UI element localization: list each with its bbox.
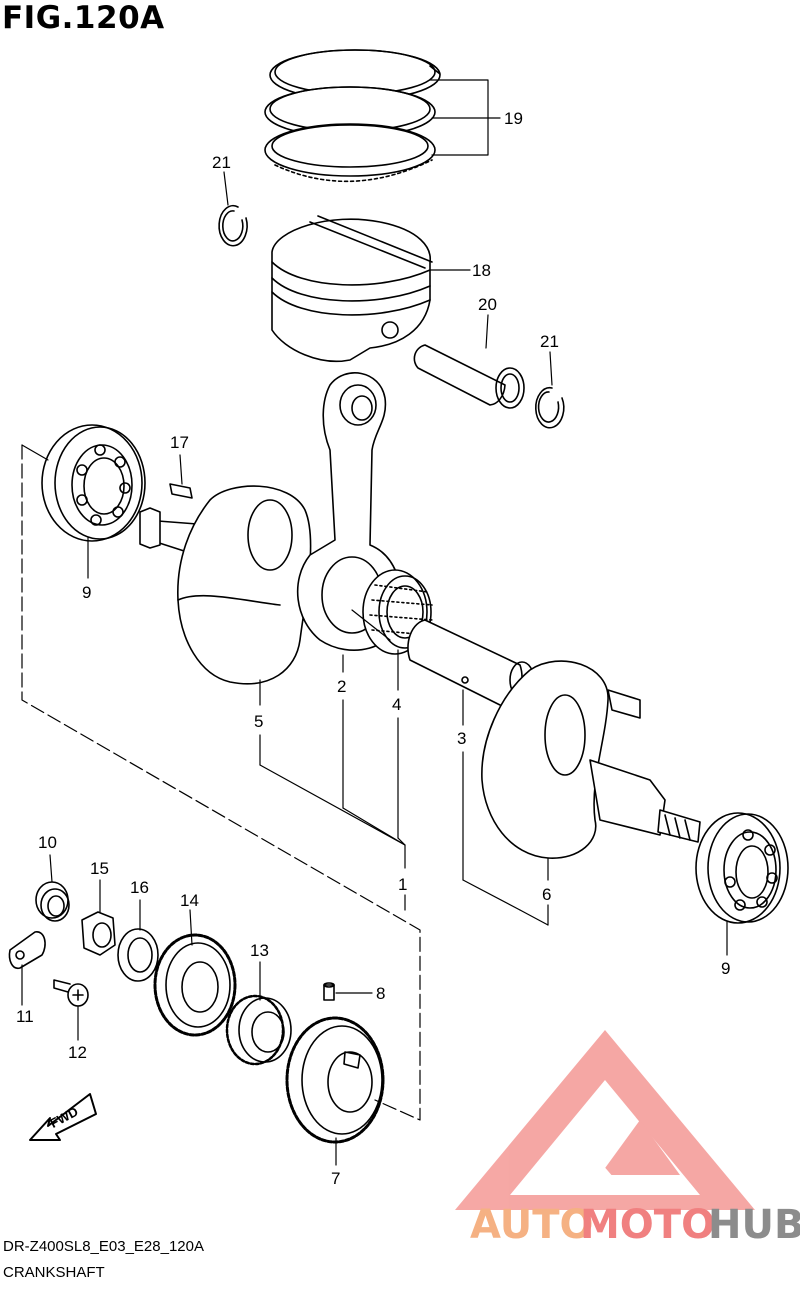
watermark-hub: HUB (708, 1202, 800, 1248)
callout-13: 13 (250, 941, 269, 960)
callout-11: 11 (16, 1007, 34, 1026)
bearing-left (41, 424, 146, 542)
dowel-pin (323, 982, 335, 1001)
callout-21-right: 21 (540, 332, 559, 351)
primary-drive-gear (153, 933, 237, 1037)
callout-9-right: 9 (721, 959, 730, 978)
callout-2: 2 (337, 677, 346, 696)
piston-rings (264, 49, 441, 183)
callout-18: 18 (472, 261, 491, 280)
gear-bearing (225, 994, 292, 1066)
bushing (35, 881, 70, 922)
callout-9-left: 9 (82, 583, 91, 602)
screw (53, 979, 89, 1007)
woodruff-key (169, 483, 193, 499)
watermark-moto: MOTO (580, 1202, 715, 1248)
callout-6: 6 (542, 885, 551, 904)
callout-7: 7 (331, 1169, 340, 1188)
callout-14: 14 (180, 891, 199, 910)
watermark-logo (455, 1030, 755, 1210)
piston (271, 215, 433, 362)
callout-4: 4 (392, 695, 401, 714)
nut (81, 911, 116, 956)
callout-3: 3 (457, 729, 466, 748)
circlip-top (218, 204, 248, 247)
callout-15: 15 (90, 859, 109, 878)
fwd-arrow-icon (29, 1093, 97, 1141)
callout-17: 17 (170, 433, 189, 452)
piston-pin (413, 344, 525, 409)
crankshaft-right-half (481, 660, 701, 859)
callout-16: 16 (130, 878, 149, 897)
circlip-right (535, 386, 565, 429)
callout-10: 10 (38, 833, 57, 852)
diagram-name: CRANKSHAFT (3, 1264, 105, 1281)
crankshaft-left-half (139, 485, 312, 685)
lock-plate (8, 931, 46, 970)
balancer-drive-gear (285, 1016, 385, 1144)
watermark-text: AUTO MOTO HUB (470, 1202, 800, 1248)
callout-5: 5 (254, 712, 263, 731)
callout-1: 1 (398, 875, 407, 894)
callout-8: 8 (376, 984, 385, 1003)
watermark-auto: AUTO (470, 1202, 594, 1248)
figure-title: FIG.120A (2, 0, 165, 36)
bearing-right (695, 812, 789, 924)
diagram-code: DR-Z400SL8_E03_E28_120A (3, 1238, 204, 1255)
washer (117, 928, 159, 982)
leader-lines (21, 79, 728, 1166)
callout-19: 19 (504, 109, 523, 128)
callout-20: 20 (478, 295, 497, 314)
callout-12: 12 (68, 1043, 87, 1062)
callout-21-top: 21 (212, 153, 231, 172)
